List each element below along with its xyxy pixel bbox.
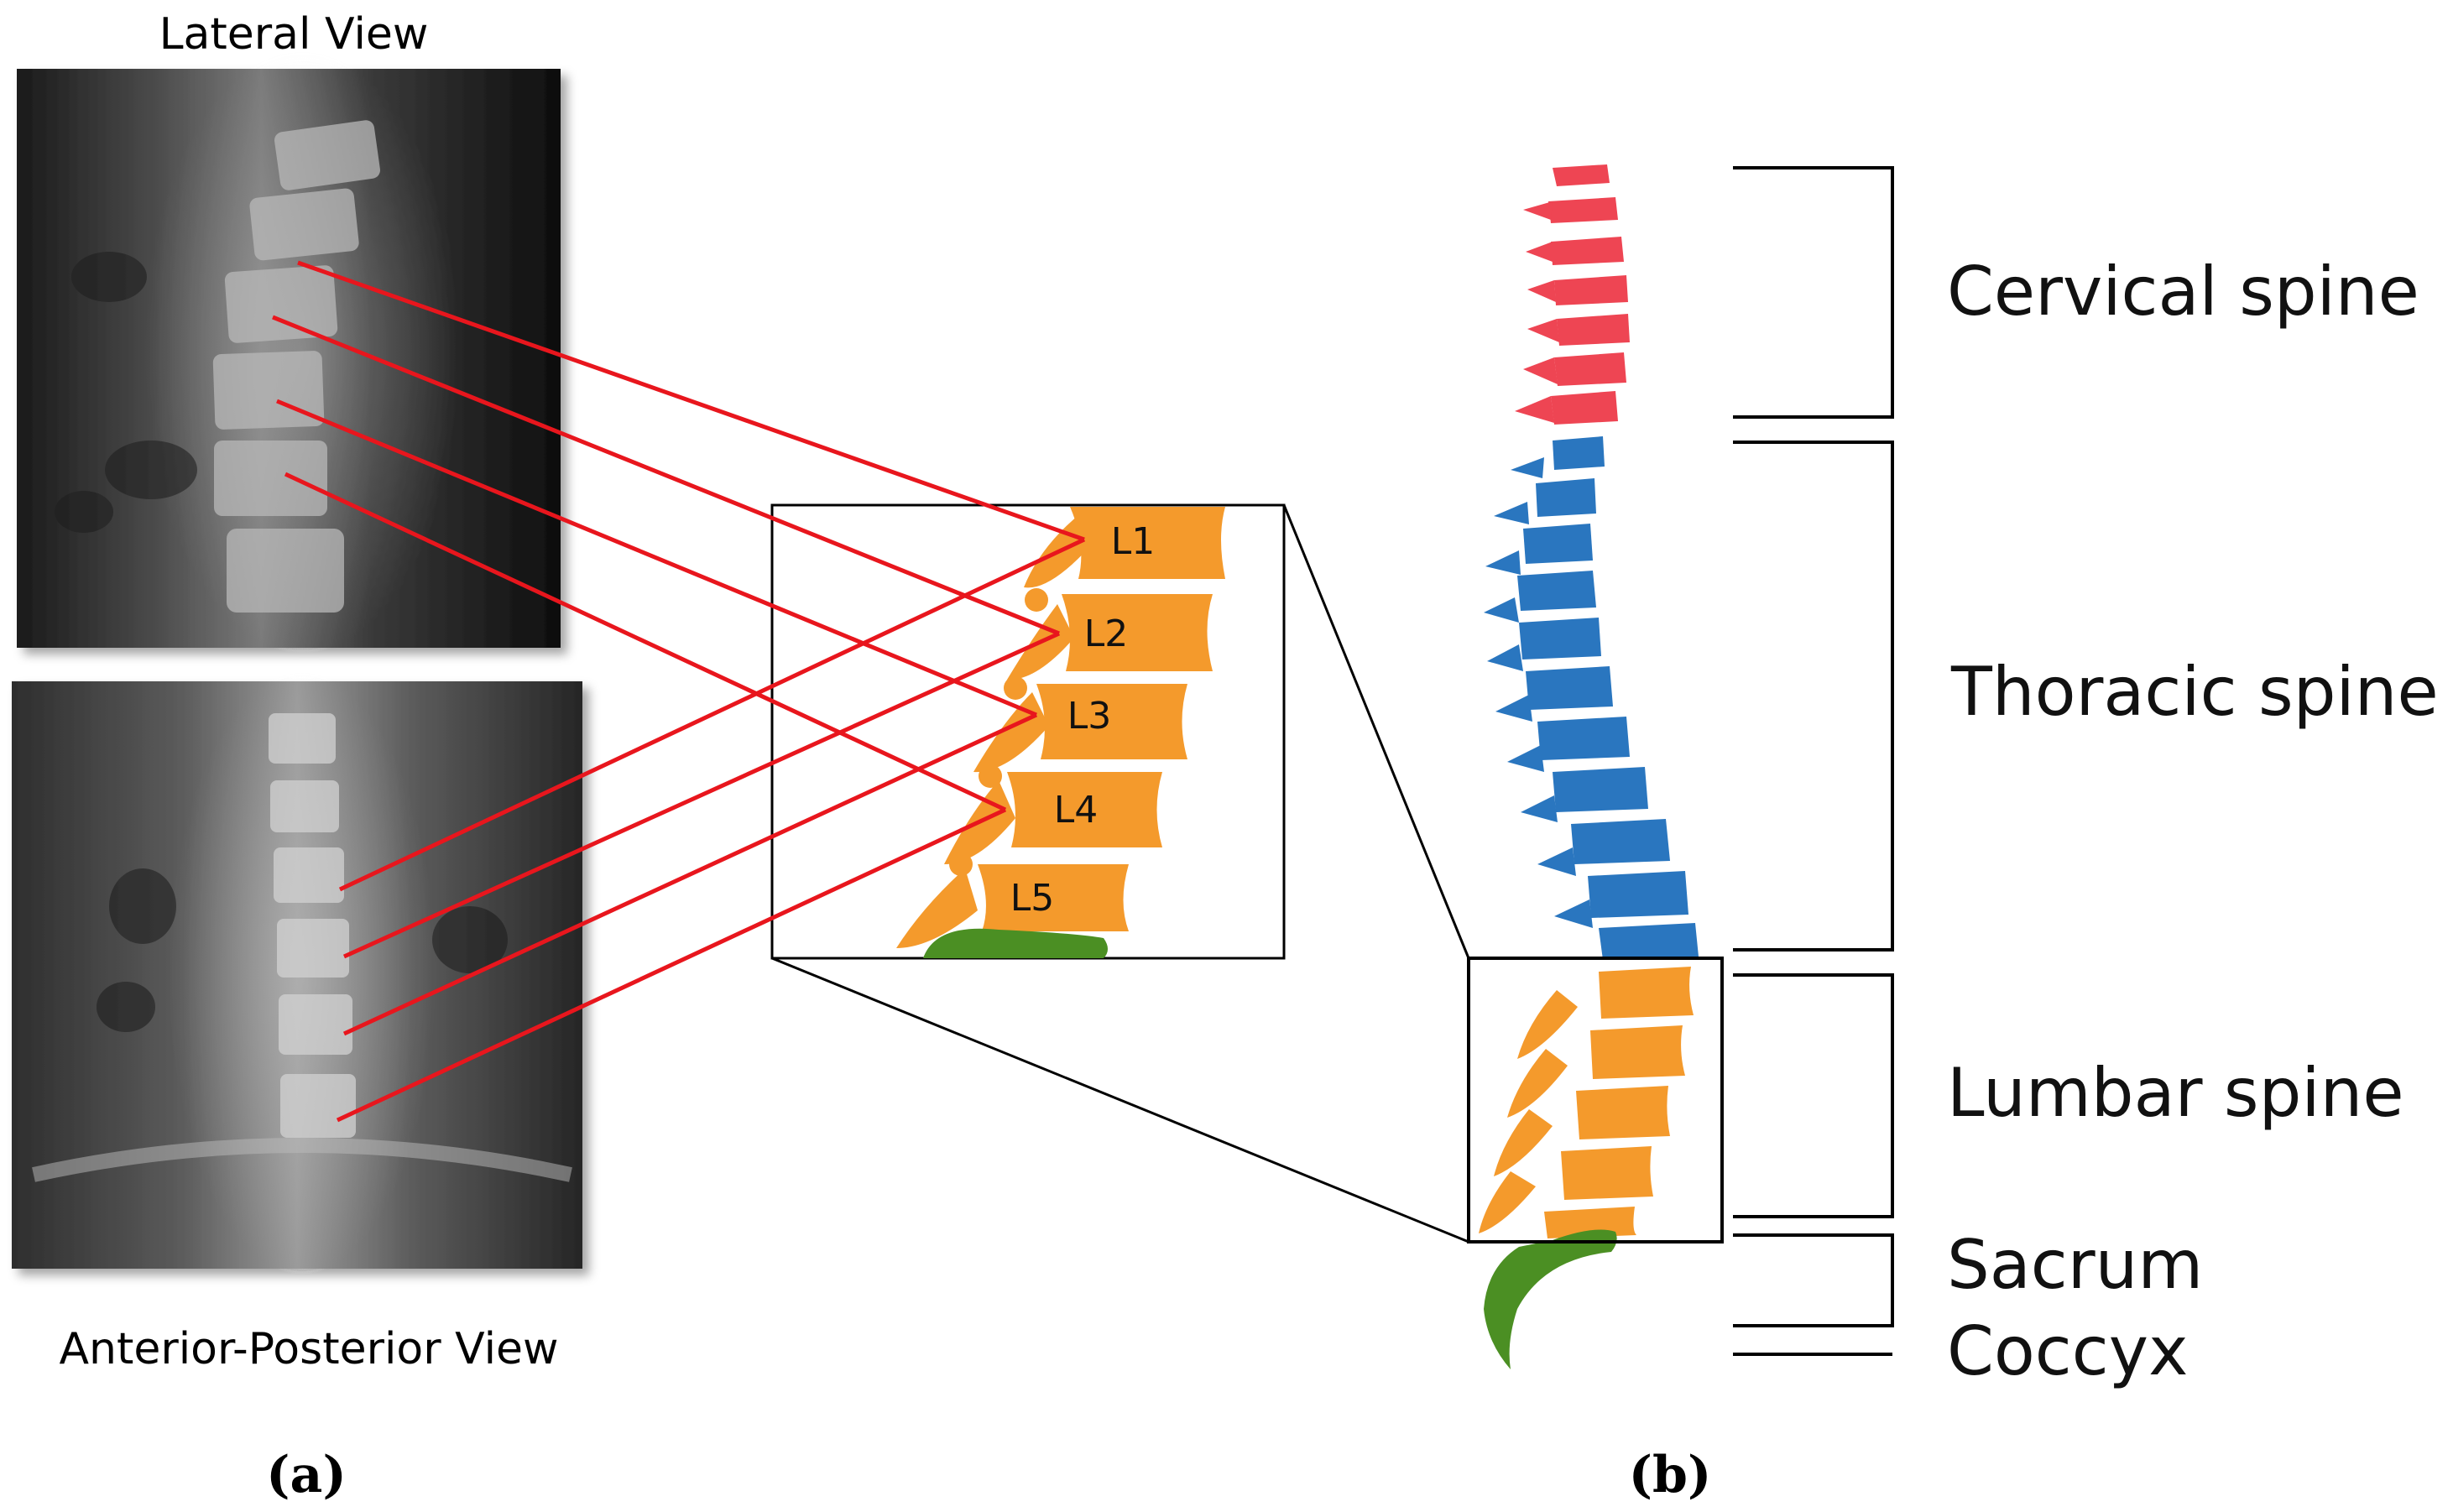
cervical-vertebrae — [1515, 164, 1630, 425]
lumbar-zoom-inset: L1 L2 L3 L4 L5 — [770, 503, 1286, 960]
label-sacrum: Sacrum — [1947, 1226, 2203, 1304]
anterior-posterior-xray-image — [12, 671, 582, 1275]
sacrum-coccyx — [1484, 1229, 1617, 1369]
label-L1: L1 — [1111, 520, 1156, 563]
vertebra-L4-body — [1007, 772, 1162, 847]
label-L2: L2 — [1084, 613, 1129, 655]
label-L3: L3 — [1067, 695, 1112, 738]
label-cervical-spine: Cervical spine — [1947, 253, 2419, 331]
zoom-projection-lines — [771, 504, 1470, 1243]
caption-a: (a) — [266, 1446, 347, 1504]
lumbar-bracket — [1733, 973, 1894, 1218]
xray-connector-lines — [272, 260, 1086, 1123]
thoracic-bracket — [1733, 441, 1894, 952]
label-coccyx: Coccyx — [1947, 1312, 2188, 1390]
caption-b: (b) — [1629, 1446, 1712, 1504]
thoracic-vertebrae — [1484, 436, 1699, 960]
region-brackets — [1733, 166, 1894, 1356]
sacrum-bracket — [1733, 1233, 1894, 1327]
label-thoracic-spine: Thoracic spine — [1950, 653, 2439, 731]
label-lumbar-spine: Lumbar spine — [1947, 1054, 2404, 1132]
label-L5: L5 — [1010, 877, 1055, 920]
lumbar-vertebrae — [1479, 967, 1694, 1238]
vertebra-L2-body — [1062, 594, 1213, 671]
cervical-bracket — [1733, 166, 1894, 419]
vertebra-L1-body — [1070, 507, 1225, 579]
anterior-posterior-view-label: Anterior-Posterior View — [59, 1324, 558, 1374]
spine-column — [1467, 164, 1724, 1369]
label-L4: L4 — [1054, 789, 1099, 832]
vertebra-L3-body — [1036, 684, 1187, 759]
vertebra-L5-body — [978, 864, 1129, 931]
sacrum-top — [923, 928, 1108, 958]
lateral-xray-image — [17, 50, 561, 654]
lumbar-highlight-box — [1467, 957, 1724, 1243]
